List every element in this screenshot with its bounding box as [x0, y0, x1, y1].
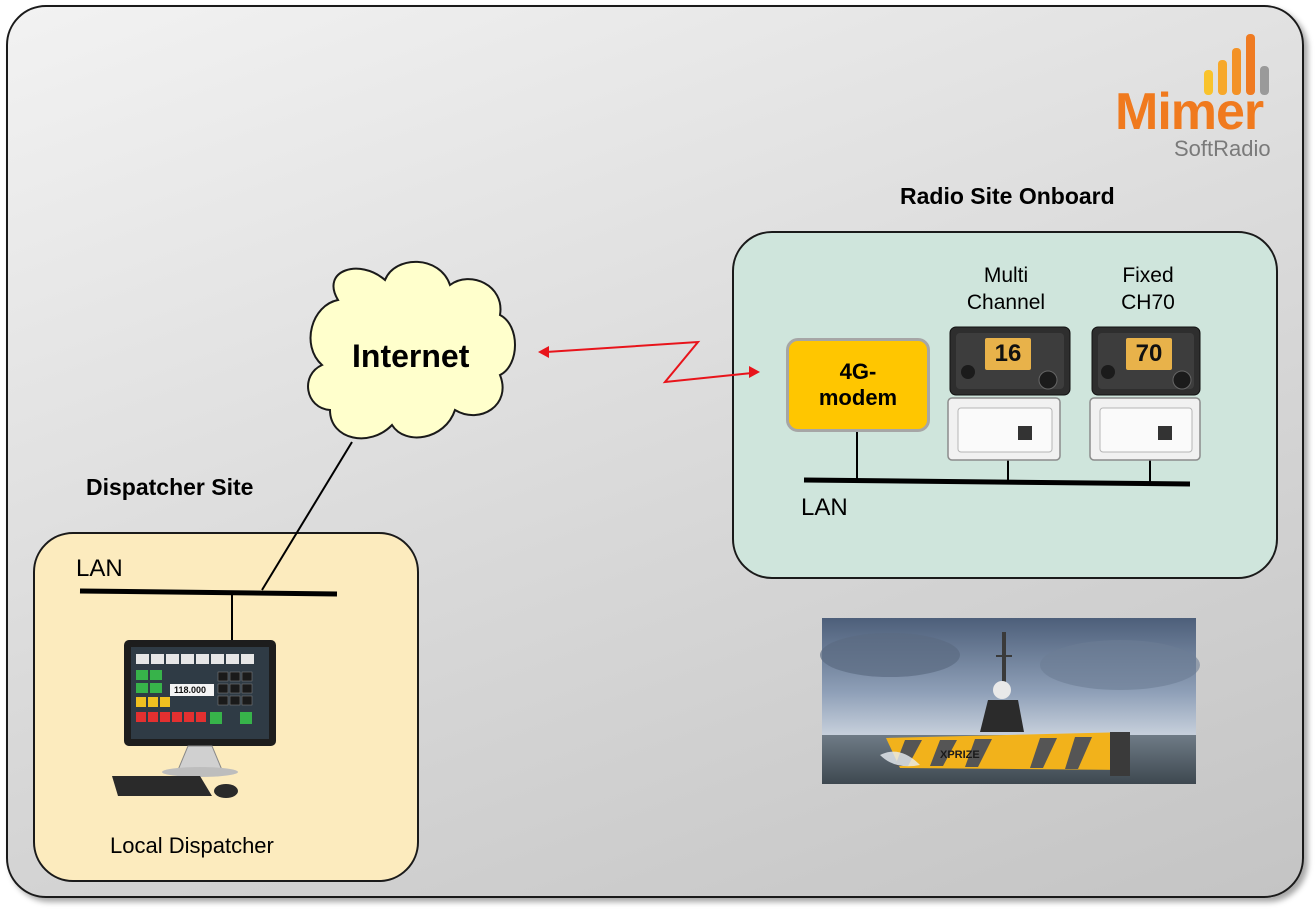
radio-link-arrow — [538, 340, 760, 384]
radio-site-title: Radio Site Onboard — [900, 183, 1115, 209]
internet-cloud-icon — [307, 260, 516, 440]
dispatcher-site-title: Dispatcher Site — [86, 474, 254, 500]
internet-label: Internet — [352, 338, 470, 374]
dispatcher-lan-bus — [79, 588, 338, 597]
local-dispatcher-caption: Local Dispatcher — [110, 833, 274, 858]
radio-display-16: 16 — [994, 340, 1022, 367]
internet-link-line — [261, 441, 353, 591]
vhf-radio-icon — [1089, 326, 1201, 461]
radio-fixed-caption: Fixed CH70 — [1121, 264, 1175, 314]
radio-display-70: 70 — [1135, 340, 1163, 367]
logo-brand: Mimer — [1115, 83, 1264, 141]
radio-lan-bus — [803, 477, 1191, 487]
dispatcher-screen-value: 118.000 — [174, 685, 207, 695]
hull-text: XPRIZE — [940, 749, 980, 761]
radio-lan-label: LAN — [801, 494, 848, 521]
usv-boat-photo: XPRIZE — [820, 618, 1200, 784]
dispatcher-computer-icon — [112, 640, 276, 798]
vhf-radio-icon — [947, 326, 1071, 461]
4g-modem: 4G- modem — [786, 338, 930, 432]
logo-subtitle: SoftRadio — [1174, 136, 1271, 161]
dispatcher-lan-label: LAN — [76, 555, 123, 582]
radio-multi-channel-caption: Multi Channel — [966, 264, 1046, 314]
